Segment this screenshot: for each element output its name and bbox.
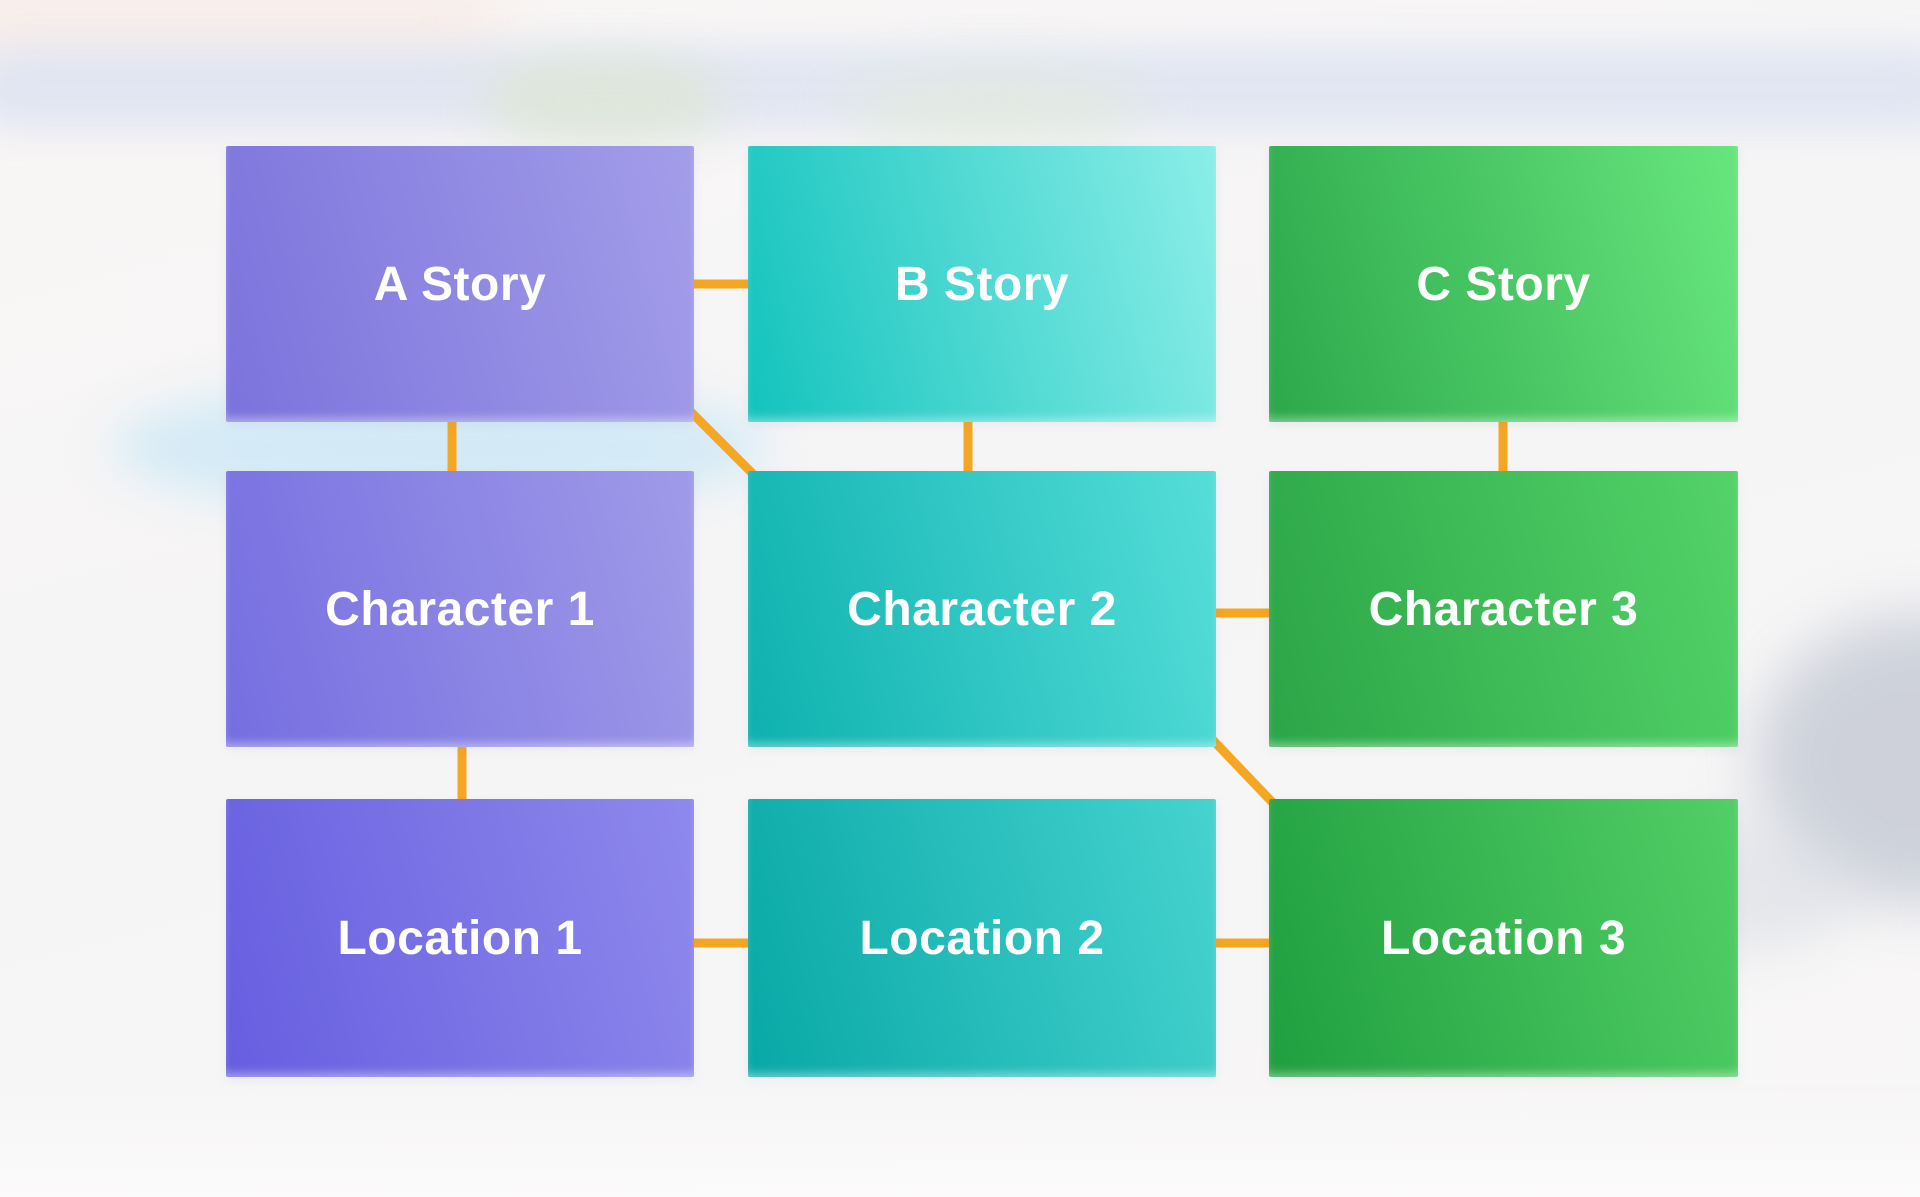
node-character-3[interactable]: Character 3	[1269, 471, 1738, 747]
node-location-3[interactable]: Location 3	[1269, 799, 1738, 1077]
node-location-2[interactable]: Location 2	[748, 799, 1216, 1077]
node-a-story[interactable]: A Story	[226, 146, 694, 422]
connector-a-story-character-2	[686, 407, 759, 480]
node-character-3-label: Character 3	[1368, 582, 1639, 636]
node-b-story[interactable]: B Story	[748, 146, 1216, 422]
node-character-2-label: Character 2	[847, 582, 1117, 636]
node-location-3-label: Location 3	[1380, 911, 1627, 965]
connector-character-2-location-3	[1206, 733, 1277, 807]
node-b-story-label: B Story	[894, 257, 1070, 311]
node-a-story-label: A Story	[373, 257, 547, 311]
node-location-1[interactable]: Location 1	[226, 799, 694, 1077]
node-location-2-label: Location 2	[859, 911, 1105, 965]
node-c-story-label: C Story	[1416, 257, 1591, 311]
node-location-1-label: Location 1	[337, 911, 583, 965]
node-character-1-label: Character 1	[325, 582, 595, 636]
node-c-story[interactable]: C Story	[1269, 146, 1738, 422]
node-character-1[interactable]: Character 1	[226, 471, 694, 747]
node-character-2[interactable]: Character 2	[748, 471, 1216, 747]
